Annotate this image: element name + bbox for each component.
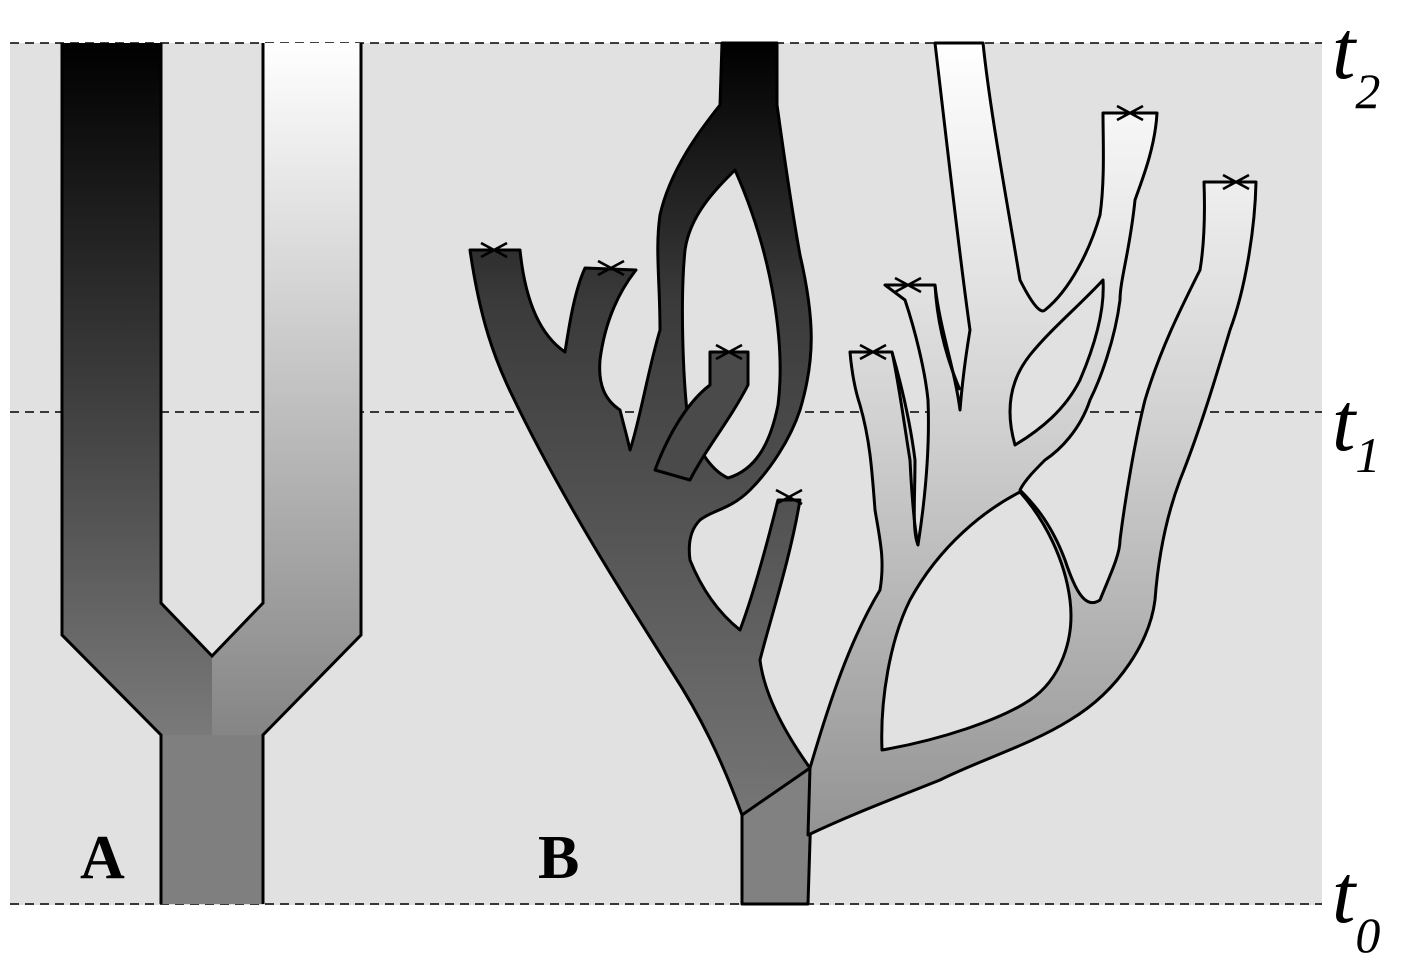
t0-symbol: t bbox=[1332, 848, 1358, 941]
panel-a-label: A bbox=[80, 824, 125, 892]
panel-a-ancestor-trunk bbox=[161, 735, 263, 904]
panel-b-label: B bbox=[538, 824, 579, 892]
t1-label: t1 bbox=[1332, 376, 1380, 483]
t2-label: t2 bbox=[1332, 4, 1380, 119]
t0-subscript: 0 bbox=[1355, 907, 1380, 963]
t0-label: t0 bbox=[1332, 848, 1380, 963]
t2-symbol: t bbox=[1332, 4, 1358, 97]
t1-subscript: 1 bbox=[1355, 427, 1380, 483]
t1-symbol: t bbox=[1332, 376, 1358, 469]
t2-subscript: 2 bbox=[1355, 63, 1380, 119]
